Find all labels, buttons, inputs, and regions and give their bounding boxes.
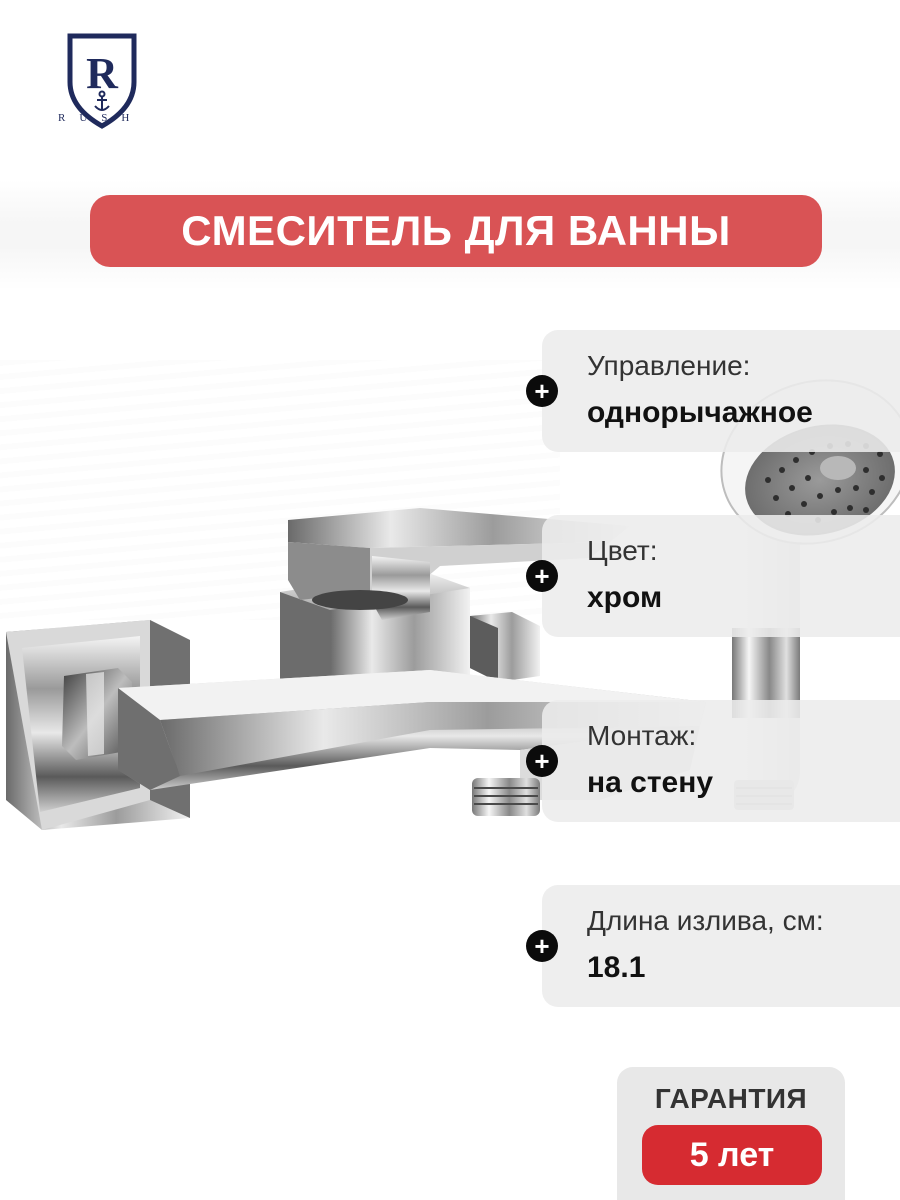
- guarantee-badge: 5 лет: [642, 1125, 822, 1185]
- plus-icon: +: [526, 745, 558, 777]
- spec-value: 18.1: [587, 951, 646, 984]
- guarantee-label: ГАРАНТИЯ: [654, 1083, 808, 1114]
- connector-nut: [62, 668, 132, 760]
- brand-name: RUSH: [58, 112, 144, 124]
- plus-icon: +: [526, 560, 558, 592]
- spec-label: Управление:: [587, 350, 751, 381]
- spec-card-mounting: + Монтаж: на стену: [526, 700, 900, 822]
- logo-letter: R: [86, 49, 119, 98]
- guarantee-value: 5 лет: [689, 1135, 775, 1174]
- spec-label: Монтаж:: [587, 720, 697, 751]
- spec-value: хром: [587, 581, 663, 614]
- plus-icon: +: [526, 375, 558, 407]
- spec-card-spout-length: + Длина излива, см: 18.1: [526, 885, 900, 1007]
- spec-value: однорычажное: [587, 396, 813, 429]
- plus-icon: +: [526, 930, 558, 962]
- title-banner: СМЕСИТЕЛЬ ДЛЯ ВАННЫ: [90, 195, 822, 267]
- spec-card-control: + Управление: однорычажное: [526, 330, 900, 452]
- page-title: СМЕСИТЕЛЬ ДЛЯ ВАННЫ: [181, 207, 731, 254]
- spec-value: на стену: [587, 766, 714, 799]
- brand-logo-icon: R: [67, 33, 137, 129]
- spec-card-color: + Цвет: хром: [526, 515, 900, 637]
- background-texture: [0, 360, 560, 620]
- spec-label: Длина излива, см:: [587, 905, 824, 936]
- guarantee-card: ГАРАНТИЯ 5 лет: [617, 1067, 845, 1200]
- hose-outlet: [472, 778, 540, 816]
- spec-label: Цвет:: [587, 535, 658, 566]
